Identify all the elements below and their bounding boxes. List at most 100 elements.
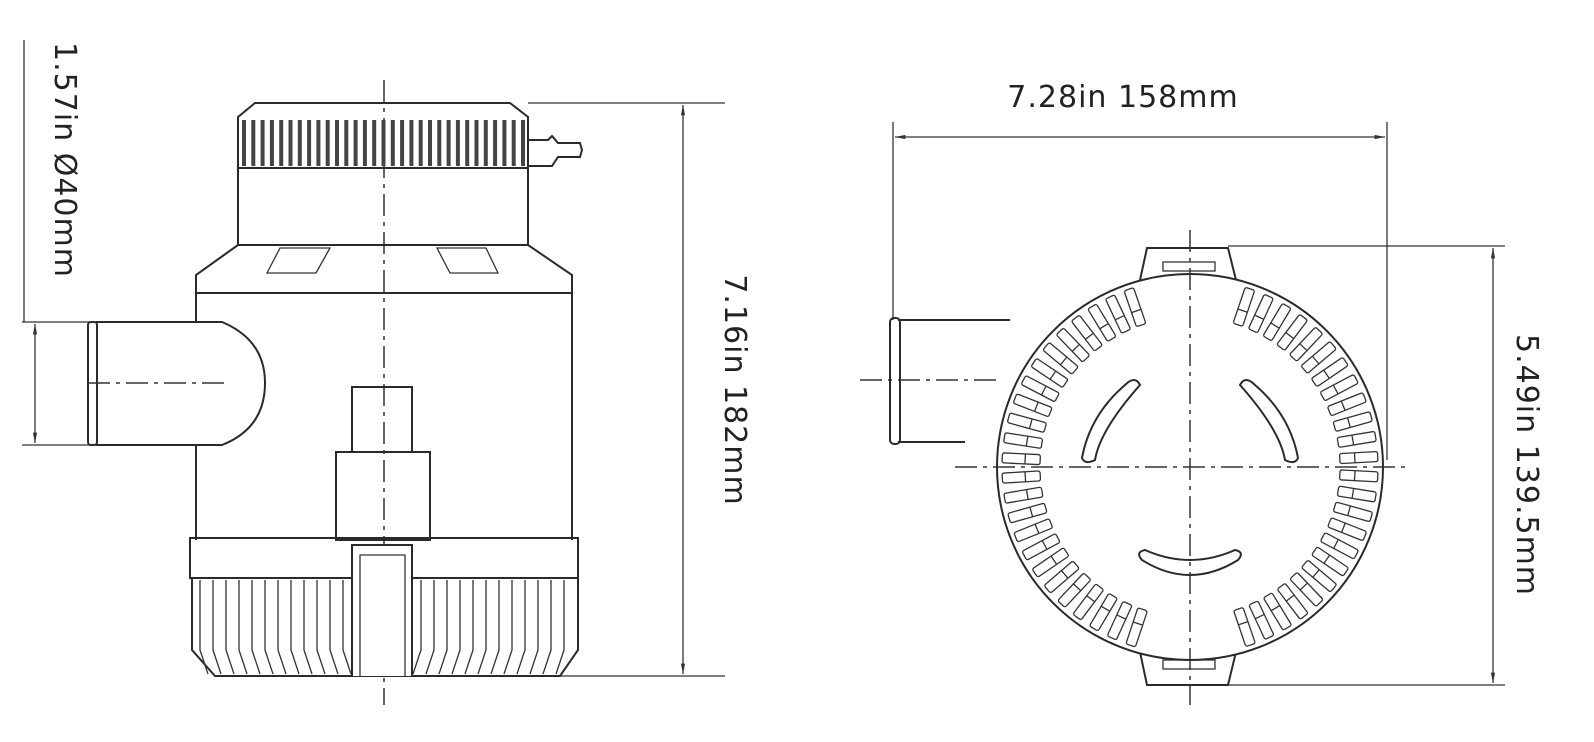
strainer-rib [542, 580, 552, 675]
strainer-rib [238, 580, 248, 675]
cap-rib [362, 120, 367, 166]
stem-lower [335, 451, 431, 541]
strainer-rib [490, 580, 500, 675]
strainer-rib [464, 580, 474, 675]
strainer-slot [1105, 294, 1131, 334]
shoulder [195, 244, 573, 294]
strainer-slot [1311, 357, 1349, 387]
strainer-rib [451, 580, 461, 675]
strainer-slot [1276, 314, 1308, 351]
strainer-slot [1013, 393, 1053, 417]
height-label: 7.16in 182mm [717, 274, 752, 505]
strainer-slot [1233, 607, 1256, 647]
strainer-rib [251, 580, 261, 675]
cap-rib [307, 120, 312, 166]
strainer-ribs [199, 580, 565, 675]
cap-rib [316, 120, 321, 166]
cap-ribs [242, 120, 525, 166]
strainer-rib [329, 580, 339, 675]
strainer-slot [1032, 547, 1069, 578]
strainer-slot [1003, 486, 1044, 504]
kidney-slot-left [1080, 379, 1142, 464]
cap-rib [493, 120, 498, 166]
strainer-slot [1336, 485, 1377, 503]
strainer-slot [1320, 374, 1359, 401]
cap-rib [260, 120, 265, 166]
strainer-slot [1123, 287, 1147, 327]
cap-rib [502, 120, 507, 166]
cap-rib [428, 120, 432, 166]
cap-rib [465, 120, 470, 166]
strainer-slot [1031, 358, 1069, 388]
strainer-rib [303, 580, 313, 675]
cap-rib [474, 120, 479, 166]
cap-rib [279, 120, 284, 166]
width-label: 7.28in 158mm [1007, 80, 1238, 115]
cap-rib [335, 120, 339, 166]
strainer-slot [1003, 432, 1043, 449]
cap-rib [251, 120, 256, 166]
top-tab [1139, 247, 1237, 281]
strainer-slot [1320, 532, 1359, 560]
strainer-slot [1263, 303, 1292, 341]
depth-label: 5.49in 139.5mm [1509, 334, 1544, 596]
strainer-slot [1311, 546, 1349, 577]
strainer-slot [1073, 583, 1104, 621]
strainer-slot [1248, 294, 1274, 333]
strainer-rib [412, 580, 422, 675]
cap-rib [511, 120, 516, 166]
strainer-slot [1087, 304, 1117, 342]
strainer-rib [342, 580, 352, 675]
strainer-rib [503, 580, 513, 675]
strainer-slot [1007, 502, 1048, 524]
cap-rib [521, 120, 525, 166]
strainer-rib [264, 580, 274, 675]
outlet-pipe-top [898, 319, 1010, 443]
strainer-slot [1263, 592, 1292, 631]
cap-rib [409, 120, 414, 166]
strainer-slot [1125, 607, 1148, 648]
strainer-rib [212, 580, 222, 675]
strainer-slot [1327, 517, 1367, 541]
strainer-rib [477, 580, 487, 675]
cap-rib [269, 120, 274, 166]
strainer-slot [1007, 412, 1047, 433]
cap-rib [344, 120, 349, 166]
cap-rib [455, 120, 460, 166]
strainer-slot [1332, 411, 1373, 432]
cap-rib [400, 120, 405, 166]
cap-rib [353, 120, 358, 166]
cap-rib [288, 120, 293, 166]
strainer-slot [1042, 342, 1079, 375]
strainer-slot [1248, 600, 1274, 640]
outlet-pipe [96, 321, 267, 446]
cap-rib [372, 120, 377, 166]
strainer-slot [1001, 470, 1042, 484]
cap-rib [325, 120, 330, 166]
stem-upper [351, 386, 413, 453]
pump-body [195, 293, 573, 540]
strainer-slot [1338, 450, 1379, 465]
strainer-slot [1327, 392, 1367, 416]
strainer-slot [1333, 501, 1373, 522]
cap-rib [437, 120, 442, 166]
strainer-slot [1013, 518, 1053, 543]
strainer-rib [529, 580, 539, 675]
cap-rib [297, 120, 302, 166]
kidney-slot-bottom [1138, 548, 1242, 576]
cap-rib [446, 120, 451, 166]
strainer-slot [1001, 452, 1041, 466]
strainer-slot [1338, 469, 1379, 483]
strainer-rib [555, 580, 565, 675]
strainer-slot [1336, 431, 1377, 448]
strainer-slot [1107, 601, 1133, 641]
strainer-rib [438, 580, 448, 675]
strainer-rib [199, 580, 209, 675]
strainer-slot [1301, 341, 1337, 374]
strainer-slot [1232, 287, 1255, 327]
cap-rib [483, 120, 488, 166]
kidney-slot-right [1238, 379, 1300, 464]
strainer-slot [1071, 315, 1103, 352]
strainer-slot [1289, 327, 1323, 362]
strainer-slot [1301, 560, 1337, 592]
